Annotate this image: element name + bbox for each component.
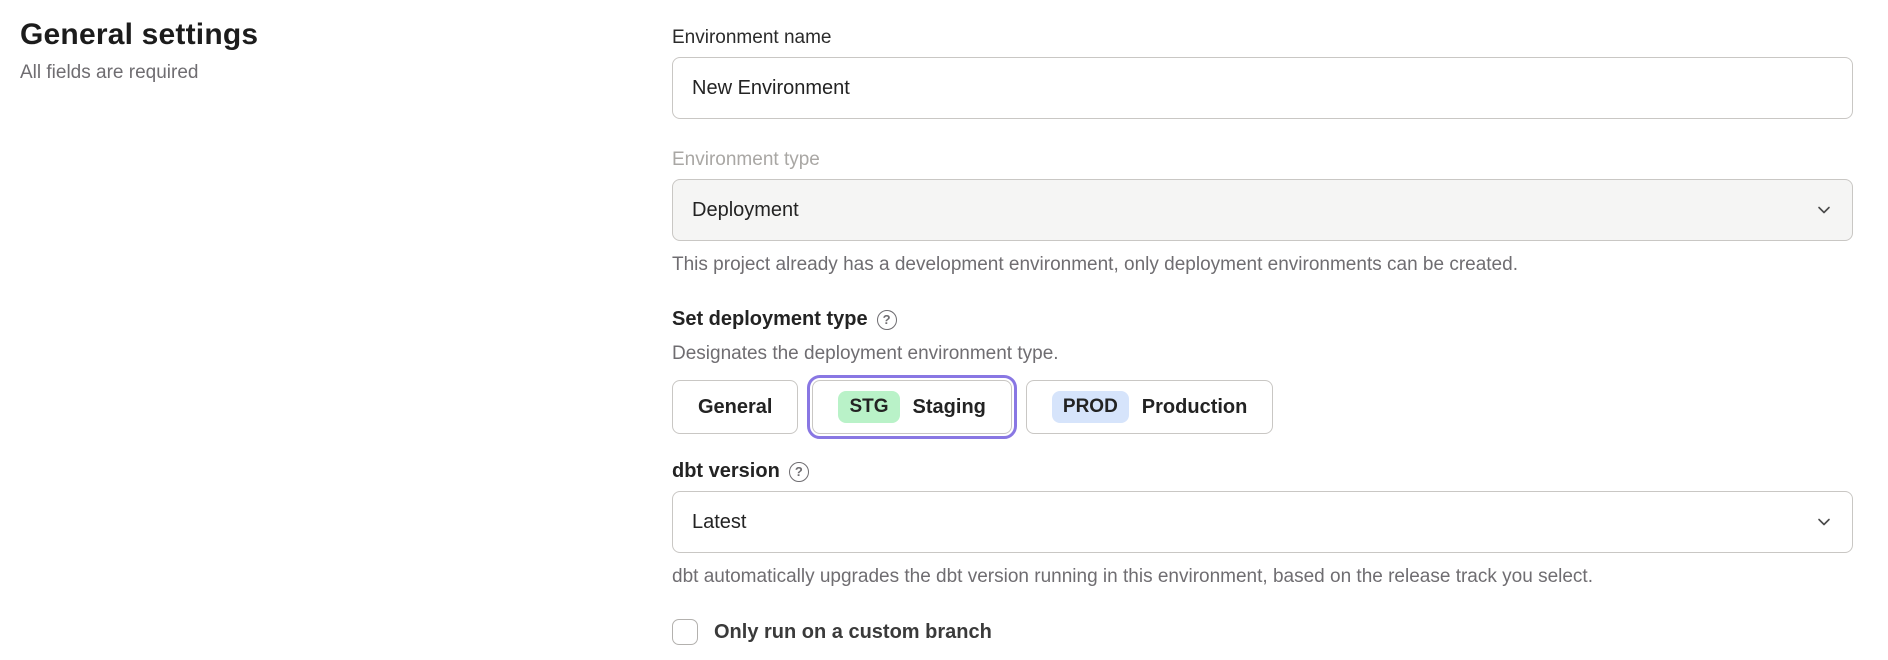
settings-header: General settings All fields are required [20, 18, 620, 84]
dbt-version-title: dbt version [672, 460, 780, 482]
production-badge: PROD [1051, 391, 1129, 423]
environment-type-label: Environment type [672, 149, 820, 170]
chevron-down-icon [1815, 513, 1833, 531]
dbt-version-value: Latest [692, 510, 747, 533]
dbt-version-help-text: dbt automatically upgrades the dbt versi… [672, 566, 1593, 587]
environment-type-help-text: This project already has a development e… [672, 254, 1518, 275]
custom-branch-row[interactable]: Only run on a custom branch [672, 619, 1853, 645]
environment-form: Environment name New Environment Environ… [672, 18, 1853, 645]
environment-type-select[interactable]: Deployment [672, 179, 1853, 241]
deployment-type-description: Designates the deployment environment ty… [672, 343, 1059, 364]
deployment-type-general-label: General [698, 395, 773, 418]
page-title: General settings [20, 18, 259, 51]
chevron-down-icon [1815, 201, 1833, 219]
deployment-type-title: Set deployment type [672, 308, 868, 330]
deployment-type-production-label: Production [1141, 395, 1248, 418]
deployment-type-staging-label: Staging [912, 395, 986, 418]
question-circle-icon[interactable]: ? [876, 309, 897, 330]
deployment-type-staging-button[interactable]: STG Staging [807, 375, 1017, 439]
deployment-type-options: General STG Staging PROD Production [672, 375, 1853, 439]
custom-branch-label: Only run on a custom branch [714, 620, 992, 643]
environment-name-input[interactable]: New Environment [672, 57, 1853, 119]
page-subtitle: All fields are required [20, 62, 199, 83]
environment-name-label: Environment name [672, 27, 832, 48]
deployment-type-production-button[interactable]: PROD Production [1025, 380, 1274, 434]
environment-type-value: Deployment [692, 198, 799, 221]
custom-branch-checkbox[interactable] [672, 619, 698, 645]
staging-badge: STG [838, 391, 900, 423]
deployment-type-general-button[interactable]: General [672, 380, 799, 434]
question-circle-icon[interactable]: ? [788, 461, 809, 482]
dbt-version-select[interactable]: Latest [672, 491, 1853, 553]
